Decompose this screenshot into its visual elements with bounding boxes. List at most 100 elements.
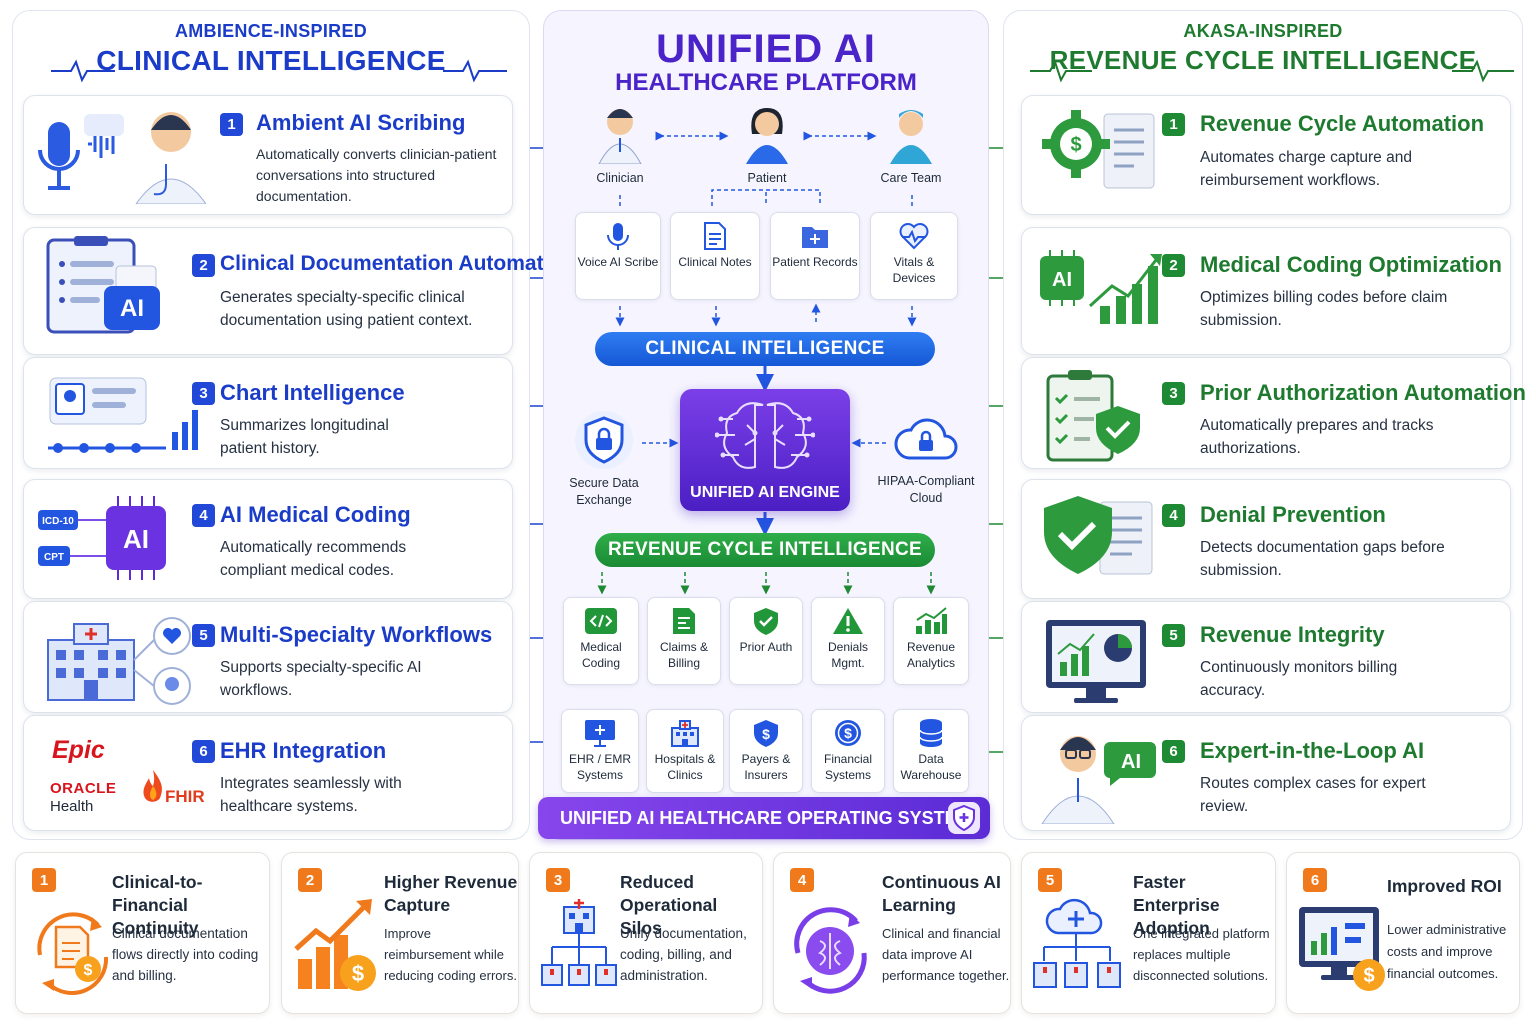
- right-kicker: AKASA-INSPIRED: [1183, 21, 1343, 41]
- benefit-desc: Lower administrative costs and improve f…: [1387, 922, 1507, 981]
- benefit-card-operational-silos[interactable]: 3 Reduced Operational Silos Unify docume…: [529, 852, 763, 1014]
- system-financial[interactable]: $ Financial Systems: [811, 709, 885, 793]
- feature-card-multi-specialty[interactable]: 5 Multi-Specialty Workflows Supports spe…: [23, 601, 513, 713]
- ai-chip-icon: ICD-10 CPT AI: [38, 496, 166, 580]
- system-hospitals-clinics[interactable]: Hospitals & Clinics: [646, 709, 724, 793]
- feature-number: 6: [1162, 740, 1185, 763]
- person-patient: Patient: [727, 104, 807, 185]
- warning-icon: [833, 608, 863, 634]
- feature-number: 5: [192, 624, 215, 647]
- system-payers-insurers[interactable]: $ Payers & Insurers: [729, 709, 803, 793]
- unified-ai-engine[interactable]: UNIFIED AI ENGINE: [680, 389, 850, 511]
- folder-icon: [802, 227, 828, 248]
- benefit-desc: Clinical and financial data improve AI p…: [882, 926, 1010, 983]
- input-voice-scribe[interactable]: Voice AI Scribe: [575, 212, 661, 300]
- svg-text:$: $: [84, 962, 93, 979]
- benefit-title: Faster Enterprise Adoption: [1133, 872, 1220, 938]
- platform-title: UNIFIED AI: [656, 27, 876, 71]
- feature-card-chart-intelligence[interactable]: 3 Chart Intelligence Summarizes longitud…: [23, 357, 513, 469]
- svg-text:$: $: [1070, 134, 1081, 156]
- feature-card-coding-optimization[interactable]: AI 2 Medical Coding Optimization Optimiz…: [1021, 227, 1511, 355]
- cycle-document-icon: $: [37, 912, 109, 995]
- feature-title: Chart Intelligence: [220, 380, 405, 405]
- dollar-shield-icon: $: [754, 720, 778, 747]
- benefit-number: 4: [790, 868, 814, 892]
- svg-text:AI: AI: [123, 524, 149, 554]
- input-patient-records[interactable]: Patient Records: [770, 212, 860, 300]
- microphone-doctor-icon: [38, 112, 206, 204]
- feature-card-denial-prevention[interactable]: 4 Denial Prevention Detects documentatio…: [1021, 479, 1511, 599]
- ai-growth-icon: AI: [1040, 250, 1162, 324]
- svg-text:AI: AI: [1121, 751, 1141, 773]
- system-ehr-emr[interactable]: EHR / EMR Systems: [561, 709, 639, 793]
- microphone-icon: [607, 223, 629, 250]
- svg-text:$: $: [352, 961, 364, 986]
- chart-timeline-icon: [48, 377, 198, 453]
- module-prior-auth[interactable]: Prior Auth: [729, 597, 803, 685]
- benefit-number: 1: [32, 868, 56, 892]
- svg-text:AI: AI: [1052, 269, 1072, 291]
- module-denials-mgmt[interactable]: Denials Mgmt.: [811, 597, 885, 685]
- feature-number: 2: [1162, 254, 1185, 277]
- platform-subtitle: HEALTHCARE PLATFORM: [615, 69, 917, 96]
- module-revenue-analytics[interactable]: Revenue Analytics: [893, 597, 969, 685]
- feature-title: AI Medical Coding: [220, 502, 411, 527]
- shield-check-icon: [754, 608, 778, 635]
- feature-desc: Integrates seamlessly with healthcare sy…: [220, 775, 402, 815]
- revenue-cycle-panel: AKASA-INSPIRED REVENUE CYCLE INTELLIGENC…: [1003, 10, 1526, 840]
- feature-title: Ambient AI Scribing: [256, 110, 466, 135]
- feature-number: 3: [192, 382, 215, 405]
- svg-text:CPT: CPT: [44, 552, 64, 563]
- feature-desc: Optimizes billing codes before claim sub…: [1200, 289, 1448, 329]
- feature-desc: Summarizes longitudinal patient history.: [220, 417, 389, 457]
- benefit-card-improved-roi[interactable]: 6 $ Improved ROI Lower administrative co…: [1286, 852, 1520, 1014]
- module-claims-billing[interactable]: Claims & Billing: [647, 597, 721, 685]
- analytics-monitor-icon: [1046, 620, 1146, 703]
- module-medical-coding[interactable]: Medical Coding: [563, 597, 639, 685]
- system-data-warehouse[interactable]: Data Warehouse: [893, 709, 969, 793]
- feature-number: 3: [1162, 382, 1185, 405]
- benefit-card-ai-learning[interactable]: 4 Continuous AI Learning Clinical and fi…: [773, 852, 1011, 1014]
- brain-cycle-icon: [794, 907, 867, 994]
- feature-card-ehr-integration[interactable]: Epic ORACLE Health FHIR 6 EHR Integratio…: [23, 715, 513, 831]
- clipboard-ai-icon: AI: [46, 236, 160, 334]
- benefit-card-enterprise-adoption[interactable]: 5 Faster Enterprise Adoption One integra…: [1021, 852, 1276, 1014]
- right-heading: REVENUE CYCLE INTELLIGENCE: [1049, 45, 1477, 75]
- feature-desc: Automates charge capture and reimburseme…: [1200, 149, 1412, 189]
- hipaa-cloud-label: HIPAA-Compliant Cloud: [877, 474, 975, 505]
- benefit-number: 3: [546, 868, 570, 892]
- feature-desc: Generates specialty-specific clinical do…: [220, 289, 473, 329]
- checklist-shield-icon: [1046, 370, 1140, 462]
- feature-card-prior-authorization[interactable]: 3 Prior Authorization Automation Automat…: [1021, 357, 1526, 469]
- feature-card-revenue-integrity[interactable]: 5 Revenue Integrity Continuously monitor…: [1021, 601, 1511, 713]
- flame-icon: [143, 770, 162, 802]
- shield-plus-icon: [948, 802, 980, 834]
- ekg-line-icon: [1030, 59, 1092, 83]
- feature-number: 4: [1162, 504, 1185, 527]
- nurse-icon: [890, 110, 932, 164]
- person-clinician: Clinician: [580, 104, 660, 185]
- operating-system-bar[interactable]: UNIFIED AI HEALTHCARE OPERATING SYSTEM: [538, 797, 990, 839]
- heart-pulse-icon: [899, 223, 929, 250]
- patient-icon: [746, 108, 788, 164]
- monitor-icon: [585, 720, 615, 747]
- clinical-intelligence-panel: AMBIENCE-INSPIRED CLINICAL INTELLIGENCE …: [12, 10, 575, 840]
- hipaa-compliant-cloud: HIPAA-Compliant Cloud: [874, 410, 978, 507]
- feature-card-ai-medical-coding[interactable]: ICD-10 CPT AI 4 AI Medical Coding Automa…: [23, 479, 513, 599]
- oracle-health-label: Health: [50, 798, 94, 815]
- benefit-card-continuity[interactable]: 1 $ Clinical-to-Financial Continuity Cli…: [15, 852, 270, 1014]
- benefit-card-revenue-capture[interactable]: 2 $ Higher Revenue Capture Improve reimb…: [281, 852, 519, 1014]
- input-vitals-devices[interactable]: Vitals & Devices: [870, 212, 958, 300]
- growth-coin-icon: $: [294, 899, 376, 991]
- svg-text:AI: AI: [120, 295, 144, 322]
- feature-card-revenue-automation[interactable]: $ 1 Revenue Cycle Automation Automates c…: [1021, 95, 1511, 215]
- doctor-ai-icon: AI: [1041, 736, 1156, 824]
- feature-card-ambient-scribing[interactable]: 1 Ambient AI Scribing Automatically conv…: [23, 95, 513, 215]
- hospital-network-icon: [541, 899, 617, 986]
- monitor-coin-icon: $: [1299, 907, 1385, 991]
- feature-title: Expert-in-the-Loop AI: [1200, 738, 1425, 763]
- feature-title: Revenue Integrity: [1200, 622, 1385, 647]
- input-clinical-notes[interactable]: Clinical Notes: [670, 212, 760, 300]
- feature-card-clinical-documentation[interactable]: AI 2 Clinical Documentation Automation G…: [23, 227, 575, 355]
- feature-card-expert-loop[interactable]: AI 6 Expert-in-the-Loop AI Routes comple…: [1021, 715, 1511, 831]
